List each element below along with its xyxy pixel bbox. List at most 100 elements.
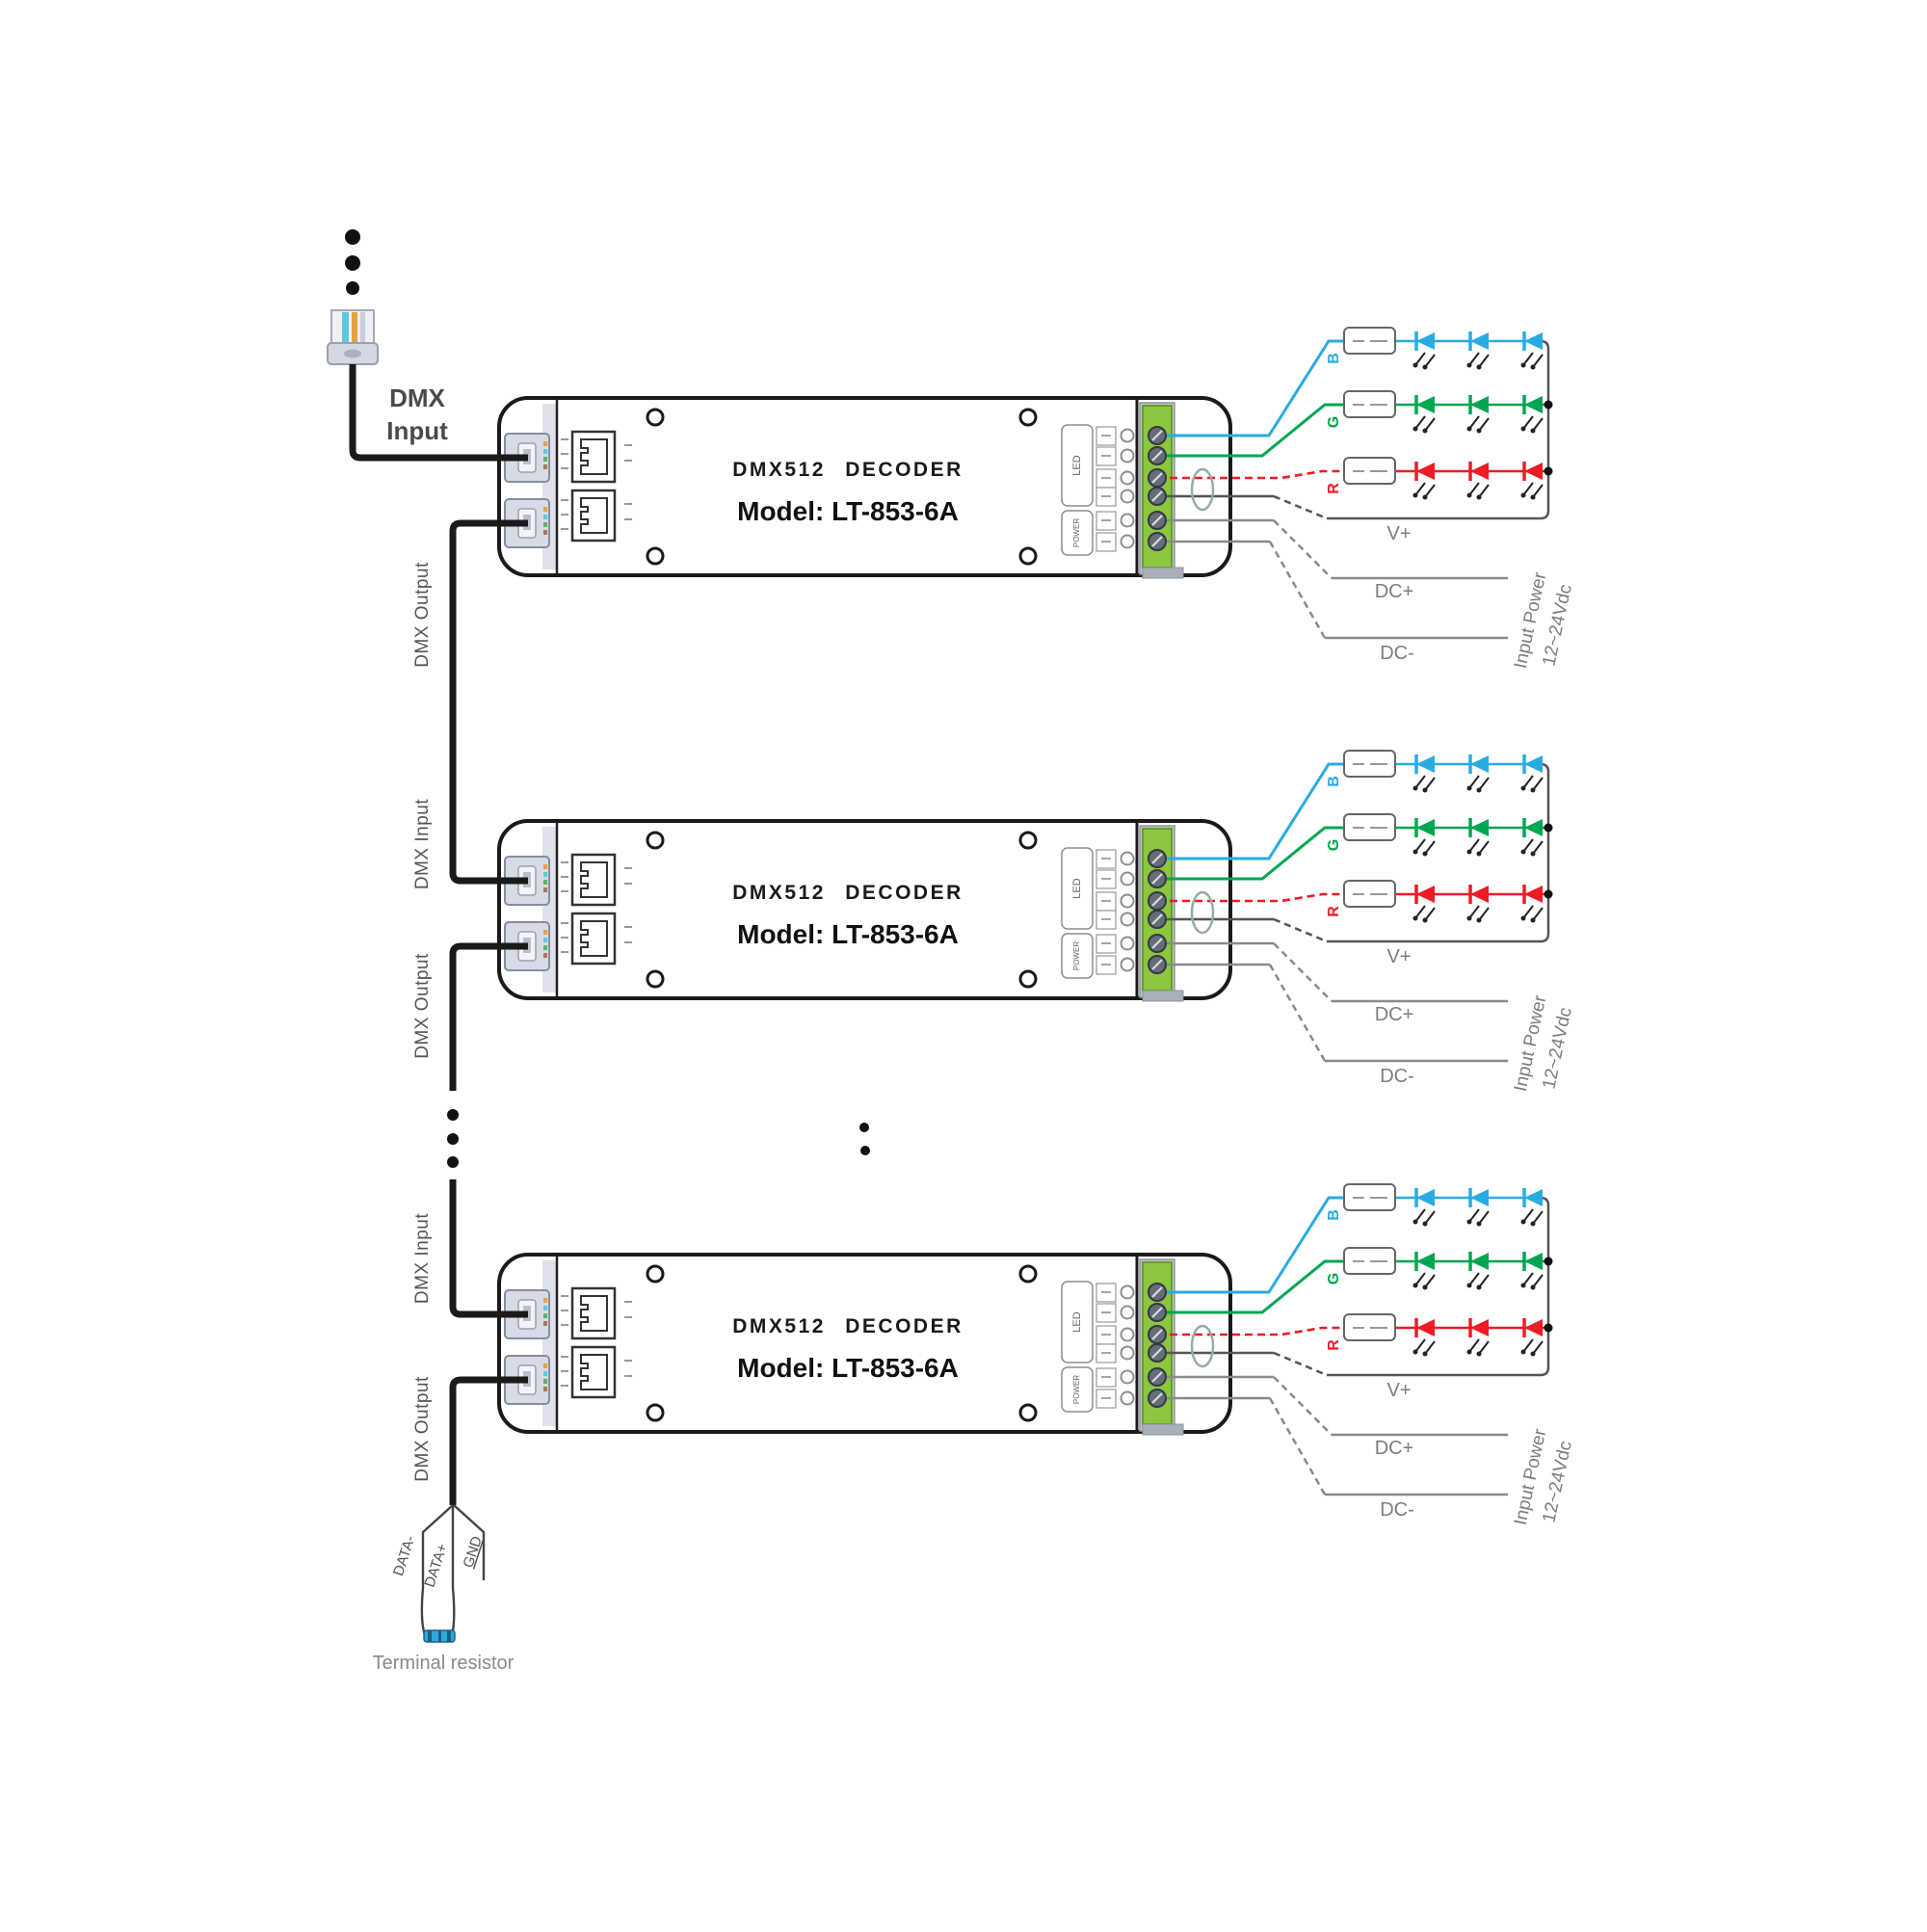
channel-label-b: B (1326, 1209, 1342, 1221)
screw-terminal-icon (1147, 1388, 1168, 1409)
vplus-rail (1327, 762, 1550, 943)
screw-terminal-icon (1147, 486, 1168, 507)
output-wires (1157, 1196, 1550, 1496)
screw-terminal-icon (1147, 890, 1168, 912)
decoder-model: Model: LT-853-6A (737, 1353, 959, 1383)
decoder-body (497, 396, 1232, 577)
led-diode-icon (1411, 1186, 1437, 1229)
power-port-label: POWER (1072, 1375, 1081, 1404)
mounting-hole-icon (646, 546, 665, 566)
rail-junction-dot (1544, 466, 1553, 476)
resistor-box (1343, 390, 1396, 418)
led-diode-icon (1518, 753, 1544, 795)
led-chain-blue: B (1326, 750, 1544, 795)
continuation-dots (859, 1123, 870, 1155)
mounting-hole-icon (1018, 831, 1038, 850)
dmx-input-label-3: DMX Input (412, 1213, 433, 1304)
led-port-box (1061, 1281, 1094, 1363)
power-port-label: POWER (1072, 941, 1081, 970)
rj45-jack-icon (570, 489, 617, 543)
decoder-title: DMX512 DECODER (732, 1315, 964, 1337)
led-diode-icon (1465, 1250, 1491, 1292)
led-diode-icon (1411, 393, 1437, 436)
screw-terminal-icon (1147, 933, 1168, 954)
dmx-cable-in-1 (349, 364, 528, 462)
resistor-box (1343, 880, 1396, 908)
mounting-hole-icon (1018, 969, 1038, 989)
mounting-hole-icon (1018, 546, 1038, 566)
power-port-box (1061, 933, 1094, 979)
led-diode-icon (1465, 1316, 1491, 1359)
rj45-jack-icon (570, 1286, 617, 1340)
led-diode-icon (1411, 816, 1437, 859)
resistor-box (1343, 457, 1396, 485)
dmx-cable-1-2 (449, 519, 528, 885)
rail-junction-dot (1544, 400, 1553, 410)
output-wires (1157, 339, 1550, 640)
led-chain-red: R (1326, 1313, 1548, 1359)
wire-blue (1157, 762, 1344, 860)
resistor-box (1343, 327, 1396, 355)
dmx-chain: DMX Input DMX Output DMX Input DMX Outpu… (327, 229, 870, 1674)
screw-terminal-icon (1147, 1366, 1168, 1388)
terminal-resistor-label: Terminal resistor (373, 1653, 515, 1674)
cable-break-dots (447, 1109, 459, 1168)
screw-terminal-icon (1147, 1324, 1168, 1345)
screw-terminal-icon (1147, 425, 1168, 446)
dmx-output-label-1: DMX Output (412, 562, 433, 668)
mounting-hole-icon (1018, 1403, 1038, 1422)
power-port-box (1061, 510, 1094, 556)
led-diode-icon (1518, 1316, 1544, 1359)
jack-pin-marks (561, 438, 632, 530)
wire-red (1157, 892, 1344, 903)
led-port-box (1061, 847, 1094, 930)
decoder-title: DMX512 DECODER (732, 882, 964, 904)
jack-pin-marks (561, 861, 632, 953)
vplus-label: V+ (1386, 1380, 1411, 1401)
decoder-body (497, 819, 1232, 1000)
decoder-unit: DMX512 DECODER Model: LT-853-6A LED POWE… (497, 327, 1576, 671)
led-port-label: LED (1071, 455, 1083, 475)
jack-pin-marks (561, 1295, 632, 1387)
screw-terminal-icon (1147, 909, 1168, 930)
channel-label-b: B (1326, 776, 1342, 787)
screw-terminal-icon (1147, 848, 1168, 869)
led-chain-red: R (1326, 880, 1548, 925)
rj45-jack-icon (570, 853, 617, 907)
dmx-input-top-label-line1: DMX (389, 384, 445, 412)
screw-terminal-icon (1147, 954, 1168, 975)
screw-terminal-icon (1147, 1342, 1168, 1363)
vplus-label: V+ (1386, 946, 1411, 967)
rj45-jack-icon (570, 912, 617, 966)
dmx-cable-2-out (449, 942, 528, 1091)
power-port-label: POWER (1072, 518, 1081, 547)
led-diode-icon (1465, 393, 1491, 436)
rj45-plug-icon (327, 309, 379, 365)
vplus-label: V+ (1386, 523, 1411, 544)
output-wires (1157, 762, 1550, 1063)
decoder-model: Model: LT-853-6A (737, 919, 959, 949)
led-port-label: LED (1071, 1311, 1083, 1332)
led-chain-blue: B (1326, 1183, 1544, 1229)
dcminus-label: DC- (1380, 643, 1414, 664)
screw-terminal-icon (1147, 445, 1168, 466)
rj45-jack-icon (570, 430, 617, 484)
vplus-rail (1327, 339, 1550, 520)
dmx-cables (349, 364, 528, 1505)
screw-terminal-icon (1147, 531, 1168, 552)
decoder-title: DMX512 DECODER (732, 459, 964, 481)
mounting-hole-icon (646, 408, 665, 427)
led-diode-icon (1411, 1250, 1437, 1292)
decoder-model: Model: LT-853-6A (737, 496, 959, 526)
led-diode-icon (1411, 1316, 1437, 1359)
led-diode-icon (1518, 460, 1544, 502)
dcplus-label: DC+ (1375, 1438, 1414, 1459)
mounting-hole-icon (646, 1264, 665, 1284)
resistor-box (1343, 1313, 1396, 1341)
dmx-output-label-2: DMX Output (412, 953, 433, 1059)
data-minus-label: DATA- (390, 1534, 418, 1578)
wire-green (1157, 403, 1344, 458)
pin-boxes (1095, 1283, 1117, 1409)
mounting-hole-icon (1018, 1264, 1038, 1284)
